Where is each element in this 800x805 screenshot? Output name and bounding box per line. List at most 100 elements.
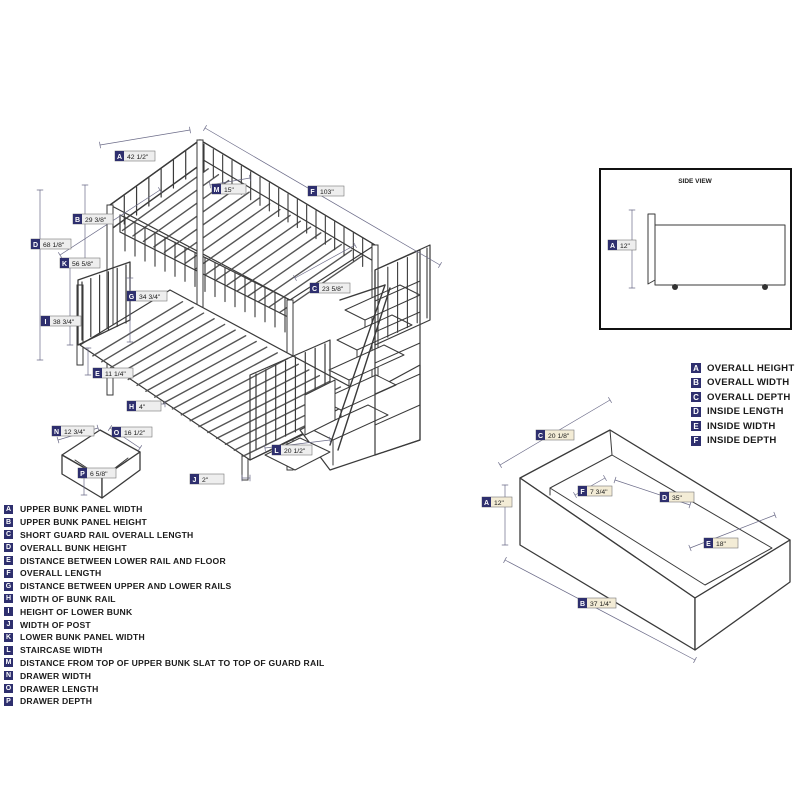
- lower-slat: [171, 352, 278, 410]
- legend-label: OVERALL BUNK HEIGHT: [20, 542, 127, 553]
- legend-label: DISTANCE BETWEEN LOWER RAIL AND FLOOR: [20, 555, 226, 566]
- side-view-front: [647, 213, 656, 285]
- upper-stair-guard: [374, 244, 431, 346]
- label-letter-box: [93, 368, 102, 378]
- lower-slat: [198, 369, 310, 428]
- legend-letter-badge: D: [4, 543, 13, 553]
- label-value: 29 3/8": [85, 217, 107, 224]
- legend-letter-badge: B: [4, 517, 13, 527]
- dimension-tick: [137, 445, 143, 451]
- legend-letter-badge: G: [4, 581, 13, 591]
- label-letter: L: [274, 448, 279, 455]
- bed-measure-j: J 2": [189, 473, 225, 485]
- label-value: 56 5/8": [72, 261, 94, 268]
- lower-slat: [109, 312, 205, 369]
- lower-slat: [162, 346, 268, 404]
- bed-post: [106, 204, 114, 396]
- stair-handrail: [329, 284, 386, 446]
- bed-legend-item-o: O DRAWER LENGTH: [4, 682, 324, 695]
- dimension-tick: [438, 262, 442, 268]
- label-letter: D: [662, 495, 667, 502]
- label-letter-box: [52, 426, 61, 436]
- dimension-tick: [613, 476, 617, 484]
- label-letter-box: [308, 186, 317, 196]
- label-value: 23 5/8": [322, 286, 344, 293]
- label-letter-box: [536, 430, 545, 440]
- legend-letter-badge: K: [4, 632, 13, 642]
- label-letter: N: [54, 429, 59, 436]
- label-letter: J: [193, 477, 197, 484]
- label-letter-box: [212, 184, 221, 194]
- legend-letter-badge: P: [4, 696, 13, 706]
- dimension-tick: [688, 501, 692, 509]
- legend-letter-badge: E: [4, 556, 13, 566]
- trundle-inner-edge: [609, 429, 613, 456]
- dimension-tick: [693, 656, 697, 664]
- stair-handrail: [337, 287, 391, 451]
- trundle-drawer-drawing: [498, 397, 791, 664]
- lower-slat: [145, 335, 247, 392]
- label-value: 2": [202, 477, 209, 484]
- upper-slat: [268, 249, 353, 308]
- legend-label: UPPER BUNK PANEL HEIGHT: [20, 517, 147, 528]
- legend-label: INSIDE DEPTH: [707, 435, 777, 447]
- dimension-tick: [249, 174, 251, 182]
- legend-label: DRAWER LENGTH: [20, 683, 99, 694]
- lower-slat: [189, 363, 300, 422]
- dimension-tick: [603, 475, 607, 481]
- label-letter-box: [482, 497, 491, 507]
- dim-tr-b: [504, 559, 696, 661]
- upper-slat: [257, 243, 342, 303]
- legend-letter-badge: E: [691, 421, 701, 432]
- side-view-wheel: [672, 284, 678, 290]
- label-letter-box: [60, 258, 69, 268]
- legend-letter-badge: C: [4, 530, 13, 540]
- lower-slat: [127, 323, 226, 381]
- label-letter-box: [127, 401, 136, 411]
- legend-label: DRAWER WIDTH: [20, 670, 92, 681]
- legend-letter-badge: J: [4, 620, 13, 630]
- label-value: 20 1/2": [284, 448, 306, 455]
- label-letter: G: [129, 294, 135, 301]
- legend-label: DISTANCE FROM TOP OF UPPER BUNK SLAT TO …: [20, 657, 325, 668]
- label-letter: H: [129, 404, 134, 411]
- label-letter: D: [33, 242, 38, 249]
- lower-slat: [215, 380, 331, 440]
- legend-letter-badge: D: [691, 406, 701, 417]
- legend-letter-badge: O: [4, 684, 13, 694]
- legend-label: WIDTH OF POST: [20, 619, 91, 630]
- label-value: 11 1/4": [105, 371, 126, 378]
- label-value: 18": [716, 541, 727, 548]
- legend-letter-badge: F: [4, 568, 13, 578]
- bed-legend-item-b: B UPPER BUNK PANEL HEIGHT: [4, 516, 324, 529]
- side-view-title: SIDE VIEW: [678, 178, 712, 185]
- legend-label: LOWER BUNK PANEL WIDTH: [20, 632, 145, 643]
- lower-slat: [100, 306, 194, 363]
- legend-label: WIDTH OF BUNK RAIL: [20, 593, 116, 604]
- dimension-tick: [107, 425, 113, 431]
- shelf-line: [374, 373, 421, 395]
- legend-letter-badge: L: [4, 645, 13, 655]
- label-value: 37 1/4": [590, 601, 612, 608]
- lower-slat: [154, 340, 257, 398]
- label-value: 15": [224, 187, 235, 194]
- label-letter: O: [114, 430, 120, 437]
- dimension-tick: [189, 126, 191, 134]
